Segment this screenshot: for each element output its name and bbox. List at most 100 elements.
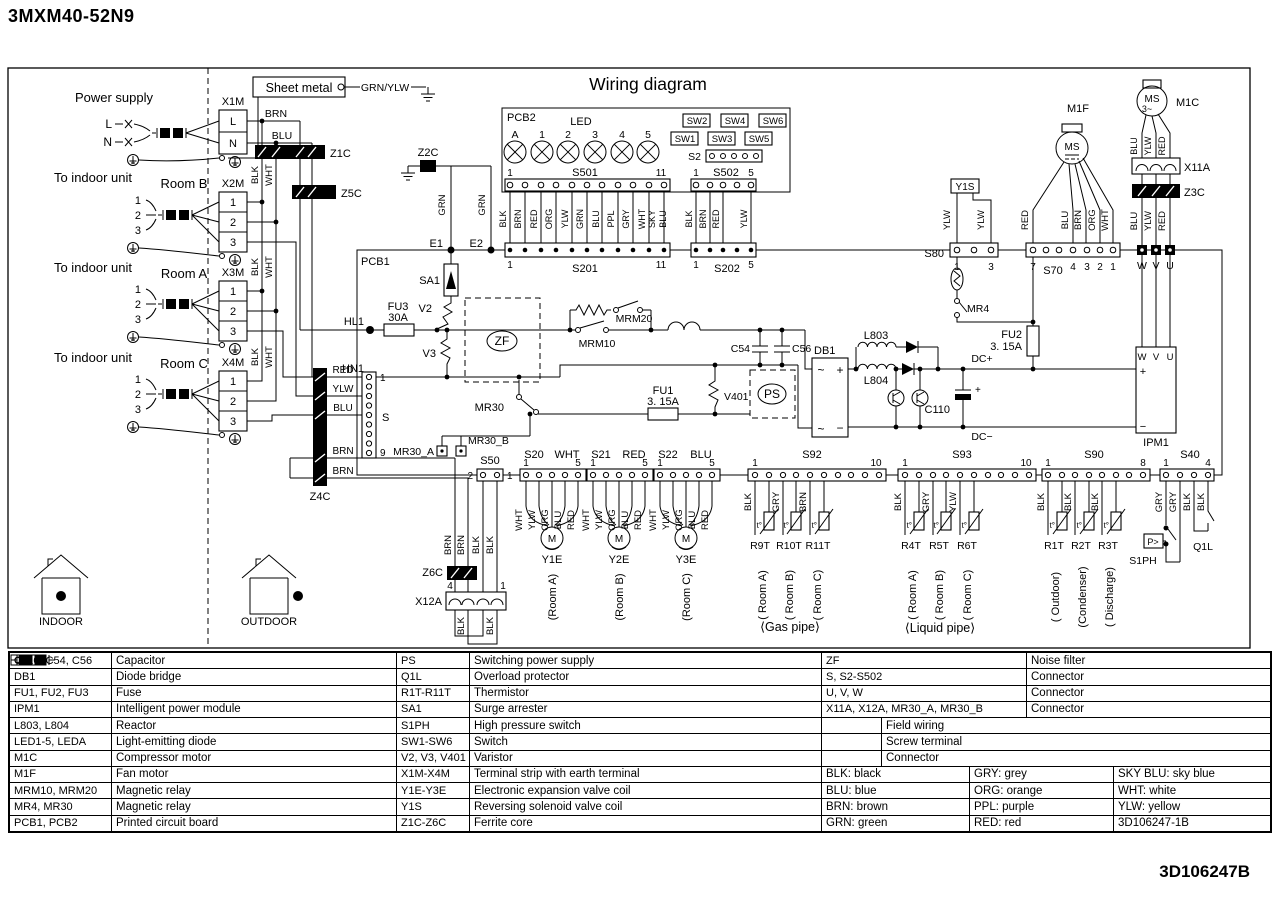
diagram-label: X11A [1184,162,1211,174]
diagram-label: V3 [423,348,436,360]
diagram-label: LED [570,116,591,128]
diagram-label: 4 [447,581,453,592]
diagram-label: Z4C [310,491,331,503]
legend-cell: Y1S [397,799,470,815]
diagram-label: − [836,421,843,435]
diagram-label: RED [622,449,645,461]
field-wiring-icon [157,298,193,310]
diagram-label: 1 [657,458,663,469]
diagram-label: U [1166,260,1174,272]
ground-icon [400,165,416,181]
diagram-label: (Room A) [547,574,559,620]
diagram-label: FU2 [1001,329,1022,341]
diagram-label: S70 [1043,265,1063,277]
diagram-label: 2 [135,389,141,401]
diagram-label: YLW [527,510,538,530]
diagram-label: BLK [250,347,261,366]
diagram-label: BRN [265,108,287,120]
legend-cell: GRN: green [822,815,970,831]
diagram-label: 2 [1097,262,1103,273]
diagram-label: WHT [514,509,525,531]
legend-cell: Varistor [470,750,822,766]
diagram-label: ORG [674,509,685,531]
diagram-label: 10 [870,458,882,469]
diagram-label: 1 [230,286,236,298]
legend-cell: Terminal strip with earth terminal [470,766,822,783]
diagram-label: YLW [739,209,749,228]
diagram-label: t° [962,521,967,530]
diagram-label: (Condenser) [1077,566,1089,627]
diagram-label: YLW [1143,136,1153,155]
diagram-label: 5 [748,260,754,271]
legend-cell: MRM10, MRM20 [10,783,112,799]
diagram-label: SW2 [687,116,708,127]
diagram-label: RED [1020,210,1031,230]
diagram-label: YLW [661,510,672,530]
legend-cell: L803, L804 [10,718,112,734]
legend-cell: Reversing solenoid valve coil [470,799,822,815]
diagram-label: YLW [560,209,570,228]
diagram-label: S502 [713,167,739,179]
legend-cell: BLK: black [822,766,970,783]
diagram-label: M [615,534,623,545]
diagram-label: BRN [1073,210,1084,230]
diagram-label: HN1 [342,363,364,375]
diagram-label: C110 [925,404,950,416]
led-3-icon [583,140,607,164]
diagram-label: PCB1 [361,256,390,268]
diagram-label: ( Room A) [907,570,919,620]
diagram-label: R3T [1098,540,1118,552]
diagram-label: 3 [135,404,141,416]
legend-cell: Noise filter [1031,654,1086,667]
diagram-label: To indoor unit [54,350,132,365]
diagram-label: PS [764,387,780,401]
earth-terminal-icon [229,433,241,445]
legend-cell: X1M-X4M [397,766,470,783]
diagram-label: 1 [507,471,513,482]
legend-cell: S, S2-S502 [822,669,1027,685]
led-5-icon [636,140,660,164]
legend-cell: X11A, X12A, MR30_A, MR30_B [822,701,1027,718]
diagram-label: 3 [230,237,236,249]
diagram-label: 3 [230,416,236,428]
diagram-label: (Room C) [681,573,693,621]
diagram-label: BLU [687,511,698,530]
diagram-label: 1 [507,168,513,179]
diagram-label: L803 [864,330,888,342]
diagram-label: 2 [135,210,141,222]
legend-cell: Capacitor [112,653,397,669]
diagram-label: MR30_B [468,435,509,447]
diagram-label: 3 [592,129,598,141]
power-circuit [647,178,1177,438]
legend-cell: Connector [886,752,940,765]
diagram-label: R11T [806,540,831,552]
earth-terminal-icon [229,254,241,266]
diagram-label: L [105,117,112,131]
diagram-label: GRY [921,491,932,512]
diagram-label: MR4 [967,303,989,315]
diagram-label: ~ [817,363,824,377]
diagram-label: X4M [222,357,245,369]
legend-cell: BRN: brown [822,799,970,815]
diagram-label: RED [332,365,353,376]
diagram-label: ⟨Liquid pipe⟩ [905,621,975,635]
diagram-label: BLU [591,210,601,228]
legend-cell: WHT: white [1118,784,1177,797]
diagram-label: t° [1050,521,1055,530]
diagram-label: t° [1077,521,1082,530]
diagram-label: 3 [135,225,141,237]
w-terminal [1137,245,1147,255]
legend-cell: ZF [822,653,1027,669]
diagram-label: GRN [477,194,488,215]
diagram-label: 1 [230,197,236,209]
legend-cell: Intelligent power module [112,701,397,718]
diagram-label: 4 [619,129,625,141]
diagram-label: BLU [272,130,292,142]
diagram-label: 1 [1045,458,1051,469]
diagram-label: 4 [1070,262,1076,273]
led-2-icon [556,140,580,164]
led-4-icon [610,140,634,164]
